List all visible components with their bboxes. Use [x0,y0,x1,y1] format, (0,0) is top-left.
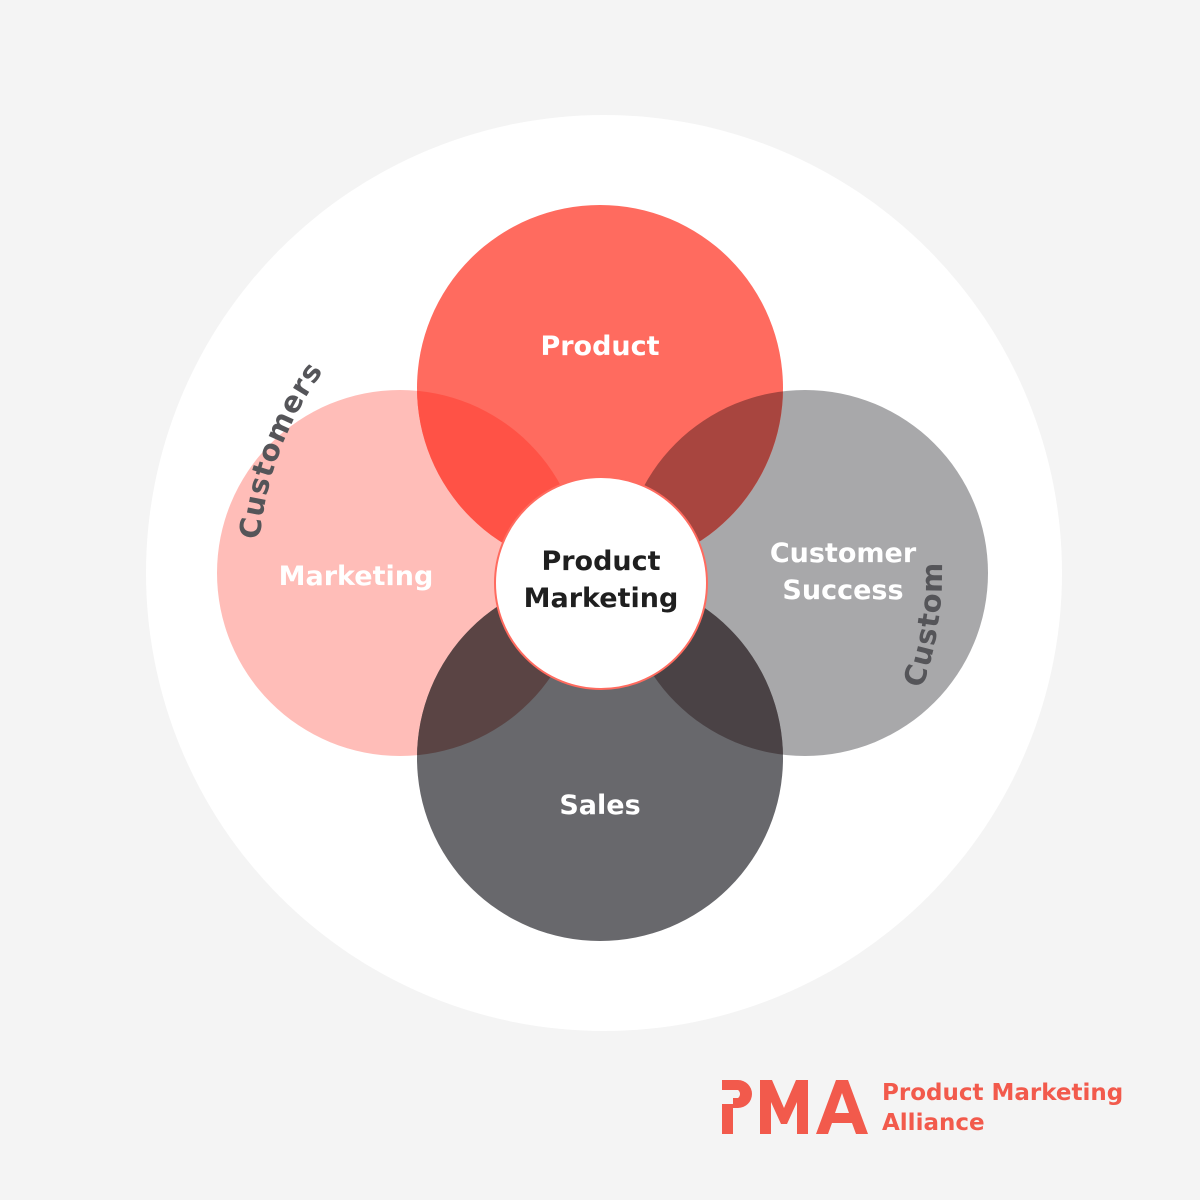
logo-text-line2: Alliance [882,1110,985,1136]
overlap-product-marketing [417,390,583,571]
logo-text-line1: Product Marketing [882,1080,1124,1106]
sales-label: Sales [559,790,640,821]
product-label: Product [540,331,659,362]
overlap-product-success [622,390,783,571]
marketing-label: Marketing [279,561,434,592]
customer-success-label-line2: Success [782,575,903,606]
overlap-success-sales [622,575,783,756]
pma-logo: Product Marketing Alliance [722,1078,1142,1138]
pma-logo-text: Product Marketing Alliance [882,1078,1142,1138]
center-circle [494,476,708,690]
pma-logo-mark [722,1080,868,1134]
overlap-marketing-sales [417,575,583,756]
customer-success-label-line1: Customer [770,538,917,569]
center-label-line2: Marketing [524,583,679,614]
center-label-line1: Product [541,546,660,577]
